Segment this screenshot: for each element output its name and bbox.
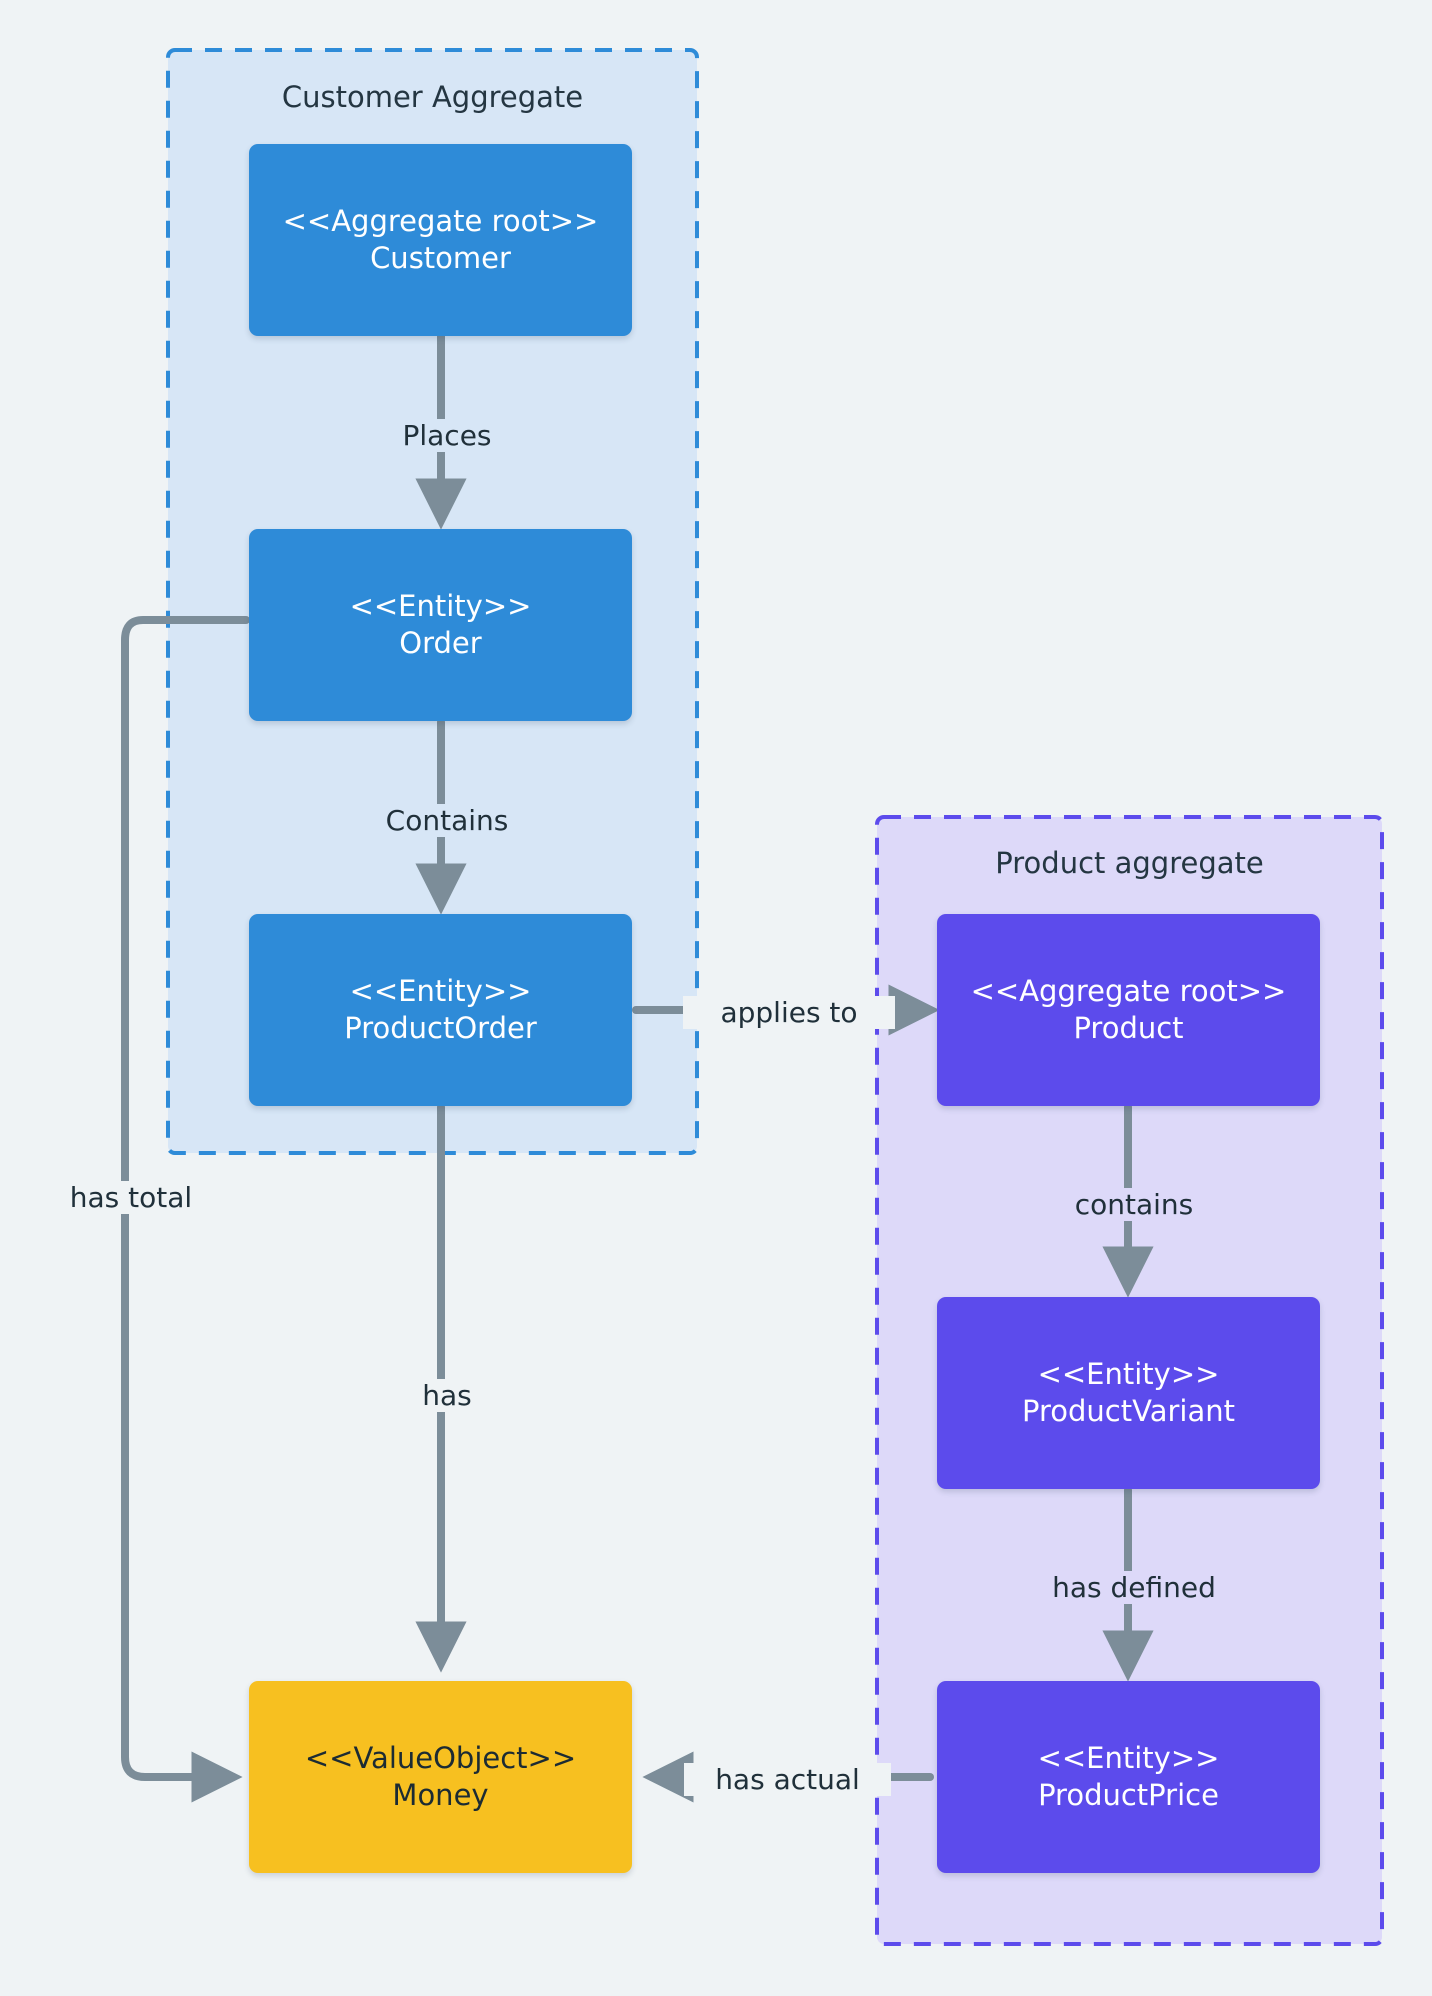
edge-label-applies-to: applies to <box>683 996 895 1029</box>
node-customer[interactable]: <<Aggregate root>> Customer <box>249 144 632 336</box>
edge-label-has-total: has total <box>25 1181 237 1214</box>
node-productprice-stereotype: <<Entity>> <box>1037 1740 1220 1775</box>
node-product[interactable]: <<Aggregate root>> Product <box>937 914 1320 1106</box>
edge-label-places: Places <box>341 419 553 452</box>
node-money[interactable]: <<ValueObject>> Money <box>249 1681 632 1873</box>
node-productorder-name: ProductOrder <box>344 1011 537 1045</box>
node-order-name: Order <box>399 626 482 660</box>
cluster-label-customer-aggregate: Customer Aggregate <box>281 80 584 114</box>
node-order-stereotype: <<Entity>> <box>349 588 532 623</box>
node-money-stereotype: <<ValueObject>> <box>304 1740 577 1775</box>
node-product-name: Product <box>1073 1011 1184 1045</box>
node-product-stereotype: <<Aggregate root>> <box>970 973 1287 1008</box>
node-productvariant-name: ProductVariant <box>1022 1394 1235 1428</box>
node-customer-name: Customer <box>370 241 511 275</box>
node-order[interactable]: <<Entity>> Order <box>249 529 632 721</box>
node-productorder[interactable]: <<Entity>> ProductOrder <box>249 914 632 1106</box>
node-money-name: Money <box>392 1778 489 1812</box>
node-productprice[interactable]: <<Entity>> ProductPrice <box>937 1681 1320 1873</box>
node-productorder-stereotype: <<Entity>> <box>349 973 532 1008</box>
cluster-label-product-aggregate: Product aggregate <box>995 846 1264 880</box>
edge-label-has: has <box>341 1379 553 1412</box>
edge-label-has-actual: has actual <box>684 1763 891 1796</box>
edge-label-contains-product: contains <box>1028 1188 1240 1221</box>
node-productvariant[interactable]: <<Entity>> ProductVariant <box>937 1297 1320 1489</box>
node-productprice-name: ProductPrice <box>1038 1778 1219 1812</box>
edge-label-contains-order: Contains <box>341 804 553 837</box>
node-productvariant-stereotype: <<Entity>> <box>1037 1356 1220 1391</box>
edge-label-has-defined: has defined <box>1013 1571 1255 1604</box>
node-customer-stereotype: <<Aggregate root>> <box>282 203 599 238</box>
